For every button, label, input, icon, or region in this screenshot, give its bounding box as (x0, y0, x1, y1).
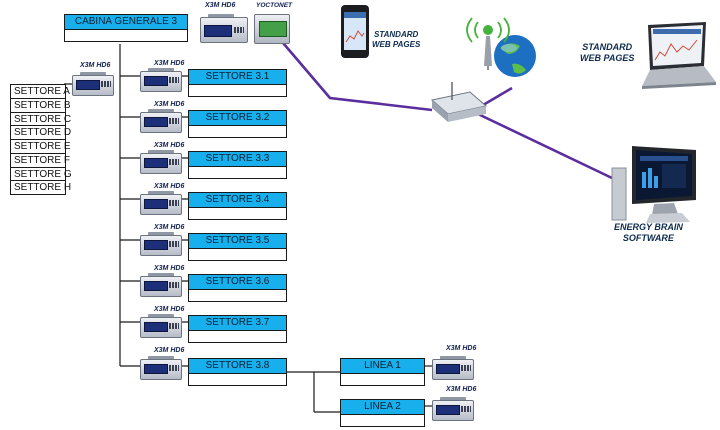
sector-box: SETTORE 3.3 (188, 151, 287, 179)
smartphone-icon (341, 5, 369, 58)
phone-note-line-2: WEB PAGES (372, 40, 421, 49)
sector-list-item: SETTORE G (11, 168, 72, 182)
sector-title: SETTORE 3.6 (189, 275, 286, 290)
sector-title: SETTORE 3.4 (189, 193, 286, 208)
sector-title: SETTORE 3.5 (189, 234, 286, 249)
laptop-icon (642, 22, 716, 89)
sector-meter-icon (140, 68, 182, 92)
cabina-generale-box: CABINA GENERALE 3 (64, 14, 188, 42)
top-energy-meter-icon (200, 14, 248, 44)
sector-list-meter-icon (72, 72, 114, 96)
sector-list-item: SETTORE B (11, 99, 71, 113)
sector-title: SETTORE 3.3 (189, 152, 286, 167)
laptop-web-pages-note: STANDARD WEB PAGES (580, 42, 634, 64)
line-title: LINEA 1 (341, 359, 424, 374)
sector-list-item: SETTORE A (11, 85, 70, 99)
sector-list-item: SETTORE D (11, 126, 71, 140)
line-box: LINEA 1 (340, 358, 425, 386)
phone-web-pages-note: STANDARD WEB PAGES (372, 30, 420, 50)
line-meter-label: X3M HD6 (446, 345, 477, 352)
line-value (341, 415, 424, 426)
sector-value (189, 290, 286, 301)
sector-box: SETTORE 3.5 (188, 233, 287, 261)
sector-list-item: SETTORE E (11, 140, 71, 154)
line-meter-label: X3M HD6 (446, 386, 477, 393)
sector-meter-icon (140, 109, 182, 133)
sector-meter-icon (140, 273, 182, 297)
sector-title: SETTORE 3.7 (189, 316, 286, 331)
sector-meter-icon (140, 314, 182, 338)
sector-title: SETTORE 3.1 (189, 70, 286, 85)
sector-meter-label: X3M HD6 (154, 183, 185, 190)
line-title: LINEA 2 (341, 400, 424, 415)
sector-list-item: SETTORE C (11, 113, 71, 127)
laptop-note-line-1: STANDARD (582, 42, 633, 52)
wiring (64, 44, 432, 413)
sector-list: SETTORE A SETTORE B SETTORE C SETTORE D … (10, 84, 72, 195)
sector-list-meter-label: X3M HD6 (80, 62, 111, 69)
desktop-computer-icon (611, 146, 696, 223)
sector-box: SETTORE 3.6 (188, 274, 287, 302)
sector-value (189, 374, 286, 385)
sector-meter-label: X3M HD6 (154, 224, 185, 231)
sector-meter-icon (140, 232, 182, 256)
sector-meter-label: X3M HD6 (154, 101, 185, 108)
sector-value (189, 331, 286, 342)
line-meter-icon (432, 397, 474, 421)
sector-meter-icon (140, 356, 182, 380)
software-note-line-2: SOFTWARE (622, 233, 674, 243)
sector-list-item: SETTORE H (14, 182, 72, 194)
line-box: LINEA 2 (340, 399, 425, 427)
internet-globe-icon (466, 17, 536, 77)
sector-box: SETTORE 3.1 (188, 69, 287, 97)
sector-value (189, 249, 286, 260)
router-icon (430, 82, 488, 122)
sector-box: SETTORE 3.7 (188, 315, 287, 343)
sector-meter-label: X3M HD6 (154, 347, 185, 354)
phone-note-line-1: STANDARD (374, 30, 419, 39)
sector-meter-label: X3M HD6 (154, 142, 185, 149)
sector-list-item: SETTORE F (11, 154, 70, 168)
sector-title: SETTORE 3.2 (189, 111, 286, 126)
line-meter-icon (432, 356, 474, 380)
sector-meter-icon (140, 150, 182, 174)
sector-value (189, 85, 286, 96)
sector-value (189, 167, 286, 178)
sector-value (189, 208, 286, 219)
energy-brain-software-note: ENERGY BRAIN SOFTWARE (614, 222, 683, 244)
cabina-generale-title: CABINA GENERALE 3 (65, 15, 187, 30)
line-value (341, 374, 424, 385)
sector-box: SETTORE 3.8 (188, 358, 287, 386)
sector-value (189, 126, 286, 137)
sector-box: SETTORE 3.2 (188, 110, 287, 138)
sector-meter-label: X3M HD6 (154, 265, 185, 272)
sector-title: SETTORE 3.8 (189, 359, 286, 374)
sector-box: SETTORE 3.4 (188, 192, 287, 220)
sector-meter-label: X3M HD6 (154, 306, 185, 313)
top-meter-label: X3M HD6 (205, 2, 236, 9)
sector-meter-label: X3M HD6 (154, 60, 185, 67)
cabina-generale-value (65, 30, 187, 41)
laptop-note-line-2: WEB PAGES (580, 53, 635, 63)
sector-meter-icon (140, 191, 182, 215)
gateway-label: YOCTONET (256, 2, 292, 9)
yoctonet-gateway-icon (254, 14, 290, 44)
software-note-line-1: ENERGY BRAIN (614, 222, 683, 232)
